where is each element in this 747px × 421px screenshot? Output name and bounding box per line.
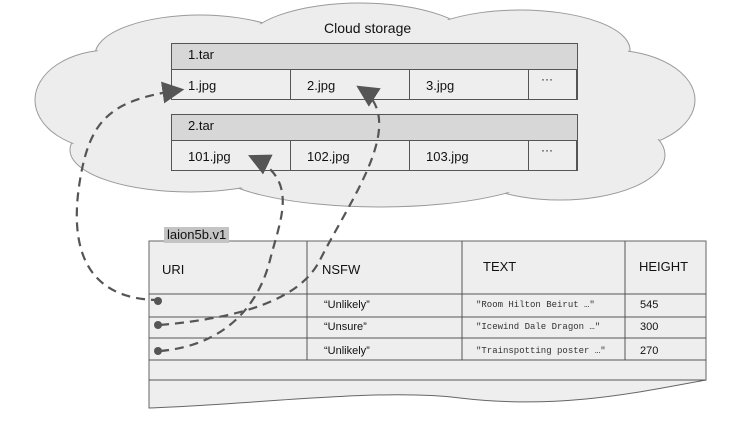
file-cell: 2.jpg [291,69,410,99]
column-header-uri: URI [162,262,185,277]
pointer-row3-to-101jpg [159,154,284,353]
pointer-row2-to-2jpg [159,85,381,327]
file-cell: 103.jpg [410,140,529,170]
cloud-title: Cloud storage [324,20,412,36]
table-name-tag: laion5b.v1 [164,227,230,243]
text-cell: "Room Hilton Beirut …" [476,300,595,310]
file-cell: 3.jpg [410,69,529,99]
pointer-row1-to-1jpg [75,81,185,302]
height-cell: 300 [640,321,659,333]
more-files-cell: ··· [529,140,577,170]
text-cell: "Trainspotting poster …" [476,346,606,356]
tar-name: 2.tar [188,118,215,133]
file-cell: 1.jpg [172,69,291,99]
text-cell: "Icewind Dale Dragon …" [476,322,601,332]
nsfw-cell: “Unlikely” [324,345,370,357]
nsfw-cell: “Unlikely” [324,299,370,311]
uri-dot-row3 [154,347,162,355]
nsfw-cell: “Unsure” [324,321,367,333]
uri-dot-row1 [154,297,162,305]
column-header-text: TEXT [483,259,517,274]
column-header-height: HEIGHT [639,259,689,274]
uri-dot-row2 [154,321,162,329]
file-cell: 102.jpg [291,140,410,170]
tar-archive-2: 2.tar 101.jpg 102.jpg 103.jpg ··· [171,114,578,171]
height-cell: 545 [640,299,659,311]
height-cell: 270 [640,345,659,357]
tar-name: 1.tar [188,47,215,62]
column-header-nsfw: NSFW [322,262,361,277]
more-files-cell: ··· [529,69,577,99]
